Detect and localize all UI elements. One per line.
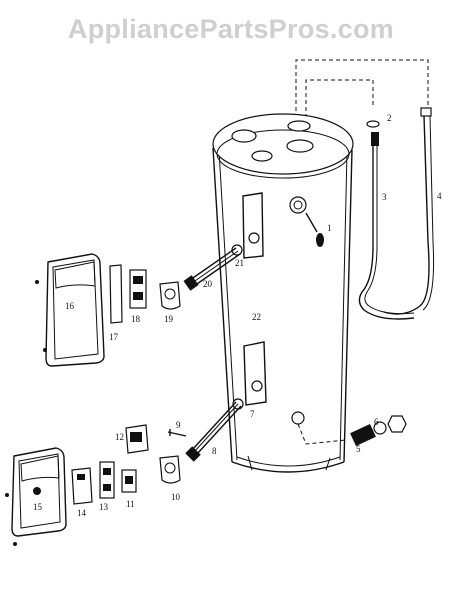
label-part-17: 17 — [109, 332, 119, 342]
label-part-14: 14 — [77, 508, 87, 518]
part-relief-fitting — [305, 212, 324, 247]
label-part-13: 13 — [99, 502, 109, 512]
part-upper-cover — [35, 253, 105, 367]
dashed-line-top-outer — [295, 59, 429, 118]
label-part-5: 5 — [356, 444, 361, 454]
label-part-11: 11 — [126, 499, 135, 509]
part-limit-control — [121, 469, 137, 493]
label-part-7: 7 — [250, 409, 255, 419]
part-lower-gasket — [159, 455, 181, 484]
part-lower-element — [185, 401, 242, 462]
part-screw — [167, 429, 187, 437]
label-part-21: 21 — [235, 258, 244, 268]
part-upper-thermostat — [129, 269, 147, 309]
part-upper-insulation — [109, 264, 123, 324]
label-part-4: 4 — [437, 191, 442, 201]
label-part-15: 15 — [33, 502, 43, 512]
label-part-1: 1 — [327, 223, 332, 233]
label-part-20: 20 — [203, 279, 213, 289]
part-bracket — [125, 424, 149, 454]
label-part-18: 18 — [131, 314, 141, 324]
part-lower-thermostat — [99, 461, 115, 499]
label-part-22: 22 — [252, 312, 261, 322]
label-part-3: 3 — [382, 192, 387, 202]
label-part-16: 16 — [65, 301, 75, 311]
part-upper-element — [183, 247, 241, 291]
water-heater-tank — [212, 113, 354, 473]
label-part-8: 8 — [212, 446, 217, 456]
part-washer — [366, 120, 380, 128]
part-flex-connector — [358, 132, 415, 320]
label-part-12: 12 — [115, 432, 124, 442]
label-part-19: 19 — [164, 314, 174, 324]
part-lower-insulation — [71, 467, 93, 505]
dashed-line-top-inner — [305, 79, 374, 118]
label-part-2: 2 — [387, 113, 392, 123]
label-part-10: 10 — [171, 492, 181, 502]
part-upper-gasket — [159, 281, 181, 310]
part-dip-tube — [383, 115, 430, 315]
watermark: AppliancePartsPros.com — [67, 14, 395, 44]
part-lower-cover — [5, 447, 67, 546]
label-part-6: 6 — [374, 417, 379, 427]
label-part-9: 9 — [176, 420, 181, 430]
part-drain-valve — [297, 415, 407, 446]
